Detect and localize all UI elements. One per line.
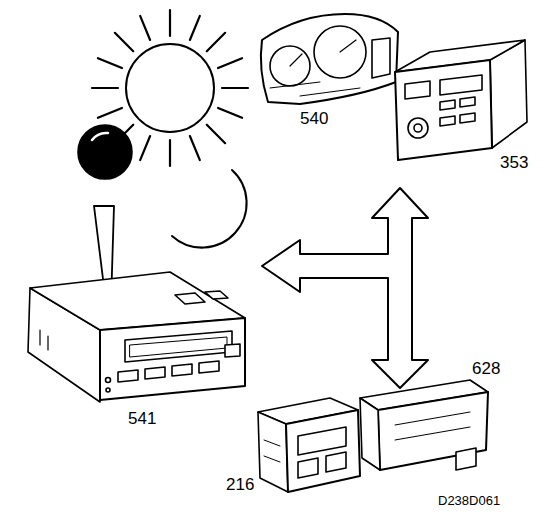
- radio-unit: [395, 40, 527, 160]
- sun-ray: [207, 33, 225, 51]
- sun-ray: [169, 140, 171, 166]
- figure-code: D238D061: [438, 494, 500, 507]
- data-flow-arrow: [262, 188, 428, 388]
- sun-ray: [207, 125, 225, 143]
- sun-ray: [92, 87, 118, 89]
- sun-ray: [140, 16, 150, 40]
- callout-number: 353: [500, 154, 528, 171]
- dark-symbol: [78, 125, 132, 179]
- callout-number: 628: [472, 360, 500, 377]
- sun-ray: [169, 10, 171, 36]
- sun-ray: [140, 136, 150, 160]
- instrument-cluster: [261, 14, 398, 104]
- callout-number: 540: [300, 110, 328, 127]
- callout-number: 216: [226, 476, 254, 493]
- sun-ray: [98, 58, 122, 68]
- sun-ray: [218, 58, 242, 68]
- sun-ray: [190, 136, 200, 160]
- sun-ray: [98, 108, 122, 118]
- sun-ray: [218, 108, 242, 118]
- moon-symbol: [172, 170, 247, 248]
- sun-ray: [115, 33, 133, 51]
- climate-control-unit: [258, 398, 360, 492]
- callout-number: 541: [128, 410, 156, 427]
- control-module: [360, 380, 488, 470]
- sun-ray: [190, 16, 200, 40]
- sun-ray: [222, 87, 248, 89]
- display-unit: [28, 272, 245, 402]
